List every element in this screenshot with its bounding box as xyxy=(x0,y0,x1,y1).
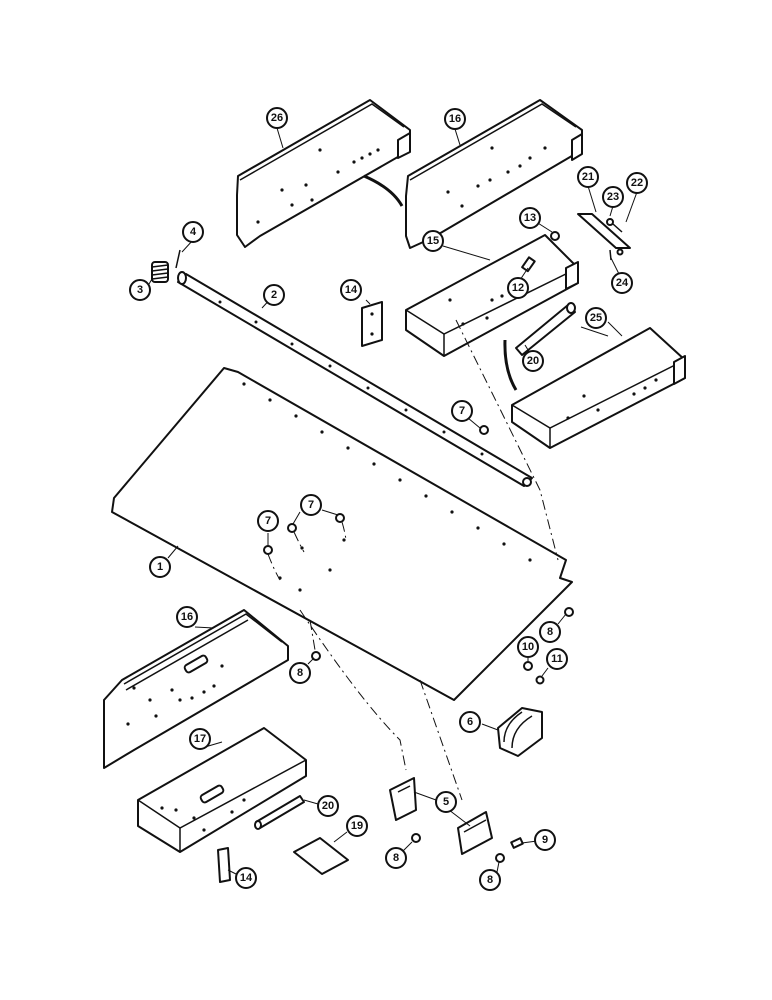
svg-text:20: 20 xyxy=(322,800,334,812)
callout-15: 15 xyxy=(422,230,444,252)
callout-8-bottom-right: 8 xyxy=(479,869,501,891)
callout-2: 2 xyxy=(263,284,285,306)
svg-text:7: 7 xyxy=(459,405,465,417)
svg-text:15: 15 xyxy=(427,235,439,247)
callout-23: 23 xyxy=(602,186,624,208)
tray-part-17 xyxy=(137,727,307,853)
panel-part-26 xyxy=(236,99,411,248)
callout-14-lower: 14 xyxy=(235,867,257,889)
callout-16-lower: 16 xyxy=(176,606,198,628)
plate-part-14-upper xyxy=(361,301,383,347)
callout-7-middle: 7 xyxy=(300,494,322,516)
callout-26: 26 xyxy=(266,107,288,129)
callout-25: 25 xyxy=(585,307,607,329)
svg-text:20: 20 xyxy=(527,355,539,367)
svg-text:22: 22 xyxy=(631,177,643,189)
callout-21: 21 xyxy=(577,166,599,188)
svg-text:7: 7 xyxy=(308,499,314,511)
svg-text:4: 4 xyxy=(190,226,197,238)
assembly-lines xyxy=(299,319,559,801)
callout-9: 9 xyxy=(534,829,556,851)
svg-text:8: 8 xyxy=(547,626,553,638)
svg-text:23: 23 xyxy=(607,191,619,203)
svg-text:2: 2 xyxy=(271,289,277,301)
svg-text:19: 19 xyxy=(351,820,363,832)
tray-part-15 xyxy=(405,234,579,357)
callout-24: 24 xyxy=(611,272,633,294)
rod-part-2 xyxy=(177,271,533,487)
callout-1: 1 xyxy=(149,556,171,578)
svg-text:5: 5 xyxy=(443,796,449,808)
bolts-part-7 xyxy=(263,425,489,581)
assembly-arrow-upper xyxy=(363,174,404,207)
spring-part-3 xyxy=(151,261,169,283)
callout-7-left: 7 xyxy=(257,510,279,532)
svg-text:24: 24 xyxy=(616,277,629,289)
bracket-part-6 xyxy=(497,707,543,757)
callout-11: 11 xyxy=(546,648,568,670)
assembly-arrow-right xyxy=(503,339,518,391)
svg-text:25: 25 xyxy=(590,312,602,324)
tray-part-25 xyxy=(511,327,686,449)
callout-6: 6 xyxy=(459,711,481,733)
callout-14-upper: 14 xyxy=(340,279,362,301)
callout-4: 4 xyxy=(182,221,204,243)
svg-text:8: 8 xyxy=(487,874,493,886)
svg-text:26: 26 xyxy=(271,112,283,124)
svg-text:14: 14 xyxy=(345,284,358,296)
svg-text:9: 9 xyxy=(542,834,548,846)
svg-text:13: 13 xyxy=(524,212,536,224)
svg-text:11: 11 xyxy=(551,653,563,665)
svg-text:21: 21 xyxy=(582,171,594,183)
svg-text:8: 8 xyxy=(393,852,399,864)
callout-8-plate: 8 xyxy=(539,621,561,643)
callout-22: 22 xyxy=(626,172,648,194)
callout-13: 13 xyxy=(519,207,541,229)
svg-text:6: 6 xyxy=(467,716,473,728)
fastener-group-21-24 xyxy=(577,213,631,261)
nuts-parts-8-11 xyxy=(311,607,574,863)
callout-20-upper: 20 xyxy=(522,350,544,372)
svg-text:14: 14 xyxy=(240,872,253,884)
callout-12: 12 xyxy=(507,277,529,299)
panel-part-16-lower xyxy=(103,609,289,769)
callout-3: 3 xyxy=(129,279,151,301)
callout-8-bottom-left: 8 xyxy=(385,847,407,869)
plate-part-14-lower xyxy=(217,847,231,883)
callout-20-lower: 20 xyxy=(317,795,339,817)
callout-7-right: 7 xyxy=(451,400,473,422)
pin-part-4 xyxy=(175,249,181,269)
bracket-part-5-left xyxy=(389,777,417,821)
callout-16-upper: 16 xyxy=(444,108,466,130)
plate-part-19 xyxy=(293,837,349,875)
svg-text:7: 7 xyxy=(265,515,271,527)
svg-text:3: 3 xyxy=(137,284,143,296)
panel-part-16-upper xyxy=(405,99,583,249)
fasteners-12-13 xyxy=(521,231,560,273)
svg-text:8: 8 xyxy=(297,667,303,679)
callout-19: 19 xyxy=(346,815,368,837)
svg-text:10: 10 xyxy=(522,641,534,653)
callout-10: 10 xyxy=(517,636,539,658)
callout-5: 5 xyxy=(435,791,457,813)
bracket-part-5-right xyxy=(457,811,493,855)
svg-text:1: 1 xyxy=(157,561,163,573)
svg-text:16: 16 xyxy=(449,113,461,125)
rod-part-20-lower xyxy=(254,795,305,830)
callout-17: 17 xyxy=(189,728,211,750)
svg-text:12: 12 xyxy=(512,282,524,294)
svg-text:17: 17 xyxy=(194,733,206,745)
rod-part-20-upper xyxy=(515,302,576,356)
callout-8-left: 8 xyxy=(289,662,311,684)
svg-text:16: 16 xyxy=(181,611,193,623)
floor-plate-part-1 xyxy=(111,367,573,701)
